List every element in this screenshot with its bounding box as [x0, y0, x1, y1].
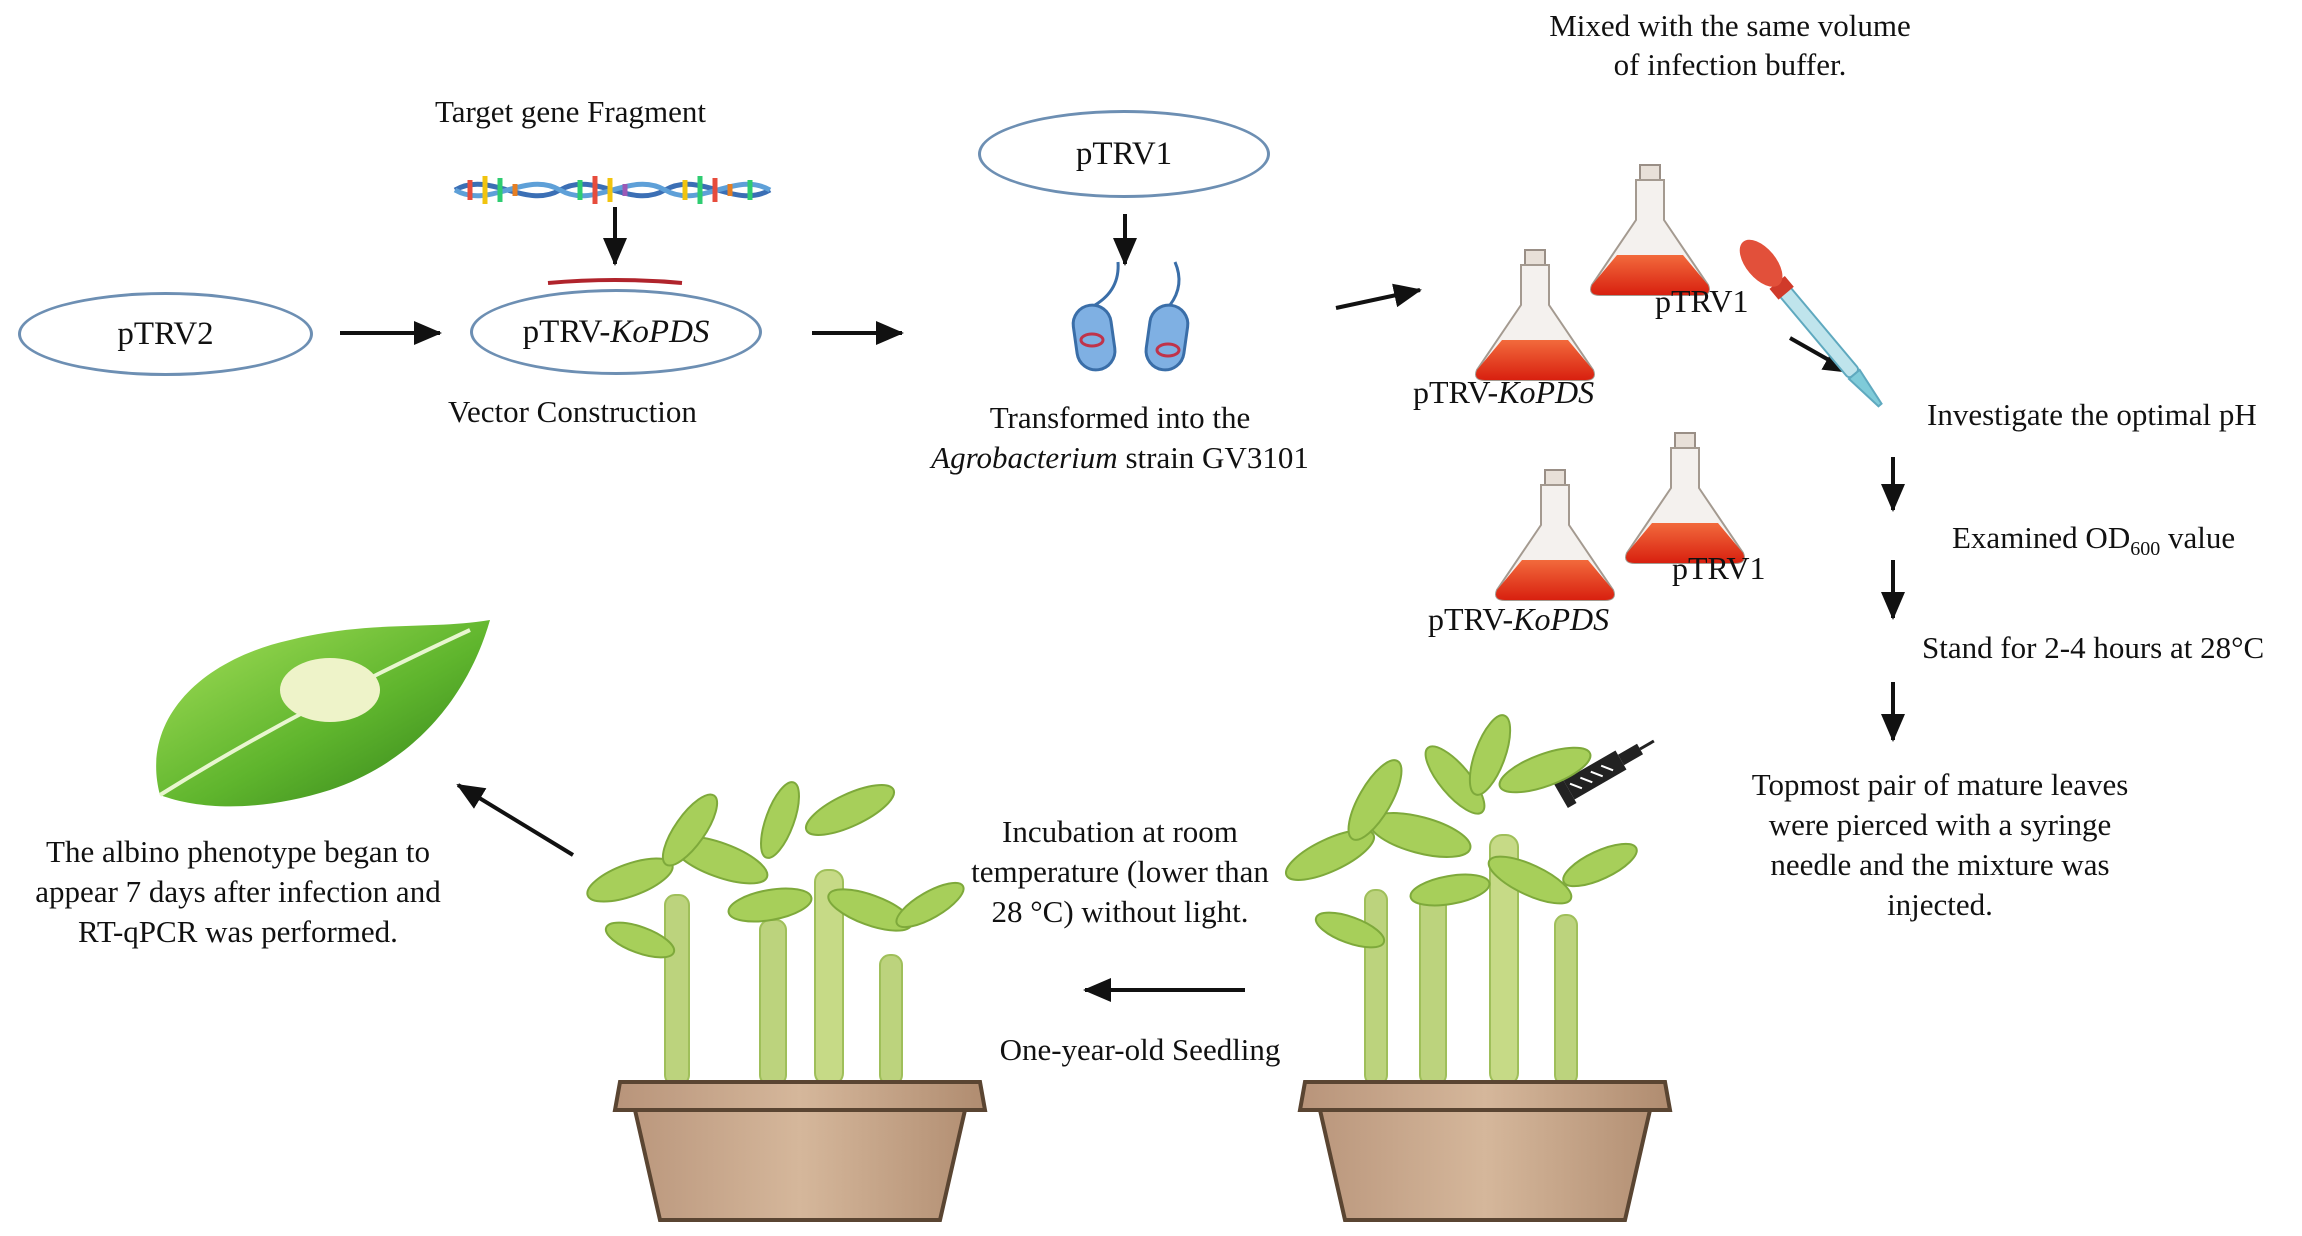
potted-seedlings-icon	[1284, 714, 1673, 1222]
ptrv1-ellipse: pTRV1	[978, 110, 1270, 198]
incubation-line-1: Incubation at room	[1002, 814, 1238, 849]
result-line-1: The albino phenotype began to	[46, 834, 430, 869]
flask-icon	[1475, 249, 1595, 381]
mix-line-2: of infection buffer.	[1613, 47, 1847, 82]
ptrv-prefix: pTRV-	[522, 313, 611, 350]
ptrv2-label: pTRV2	[117, 315, 214, 352]
step-inject-4: injected.	[1887, 887, 1993, 922]
kopds-gene-label: KoPDS	[610, 313, 710, 350]
flask-icon	[1495, 469, 1615, 601]
agrobacterium-label: Agrobacterium	[931, 440, 1118, 475]
flask-label-ptrv1: pTRV1	[1672, 550, 1766, 586]
result-line-2: appear 7 days after infection and	[35, 874, 441, 909]
flask-label-ptrv-kopds: pTRV-KoPDS	[1428, 601, 1610, 637]
ptrv2-ellipse: pTRV2	[18, 292, 313, 376]
flask-label-ptrv-kopds: pTRV-KoPDS	[1413, 374, 1595, 410]
ptrv1-label: pTRV1	[1075, 135, 1173, 172]
target-gene-label: Target gene Fragment	[435, 94, 706, 129]
strain-label: strain GV3101	[1117, 440, 1309, 475]
mix-line-1: Mixed with the same volume	[1549, 8, 1911, 43]
step-inject-3: needle and the mixture was	[1770, 847, 2110, 882]
transform-line-1: Transformed into the	[989, 400, 1251, 435]
dna-helix-icon	[453, 176, 772, 204]
syringe-icon	[1552, 739, 1655, 808]
flask-icon	[1625, 432, 1745, 564]
incubation-line-2: temperature (lower than	[971, 854, 1269, 889]
pipette-icon	[1739, 239, 1883, 408]
ptrv-kopds-ellipse: pTRV-KoPDS	[470, 289, 762, 375]
flask-icon	[1590, 164, 1710, 296]
step-inject-1: Topmost pair of mature leaves	[1751, 767, 2129, 802]
seedling-label: One-year-old Seedling	[999, 1032, 1281, 1067]
step-od: Examined OD600 value	[1952, 520, 2236, 561]
vector-construction-label: Vector Construction	[448, 394, 697, 429]
albino-leaf-icon	[156, 620, 491, 807]
transform-line-2: Agrobacterium strain GV3101	[880, 438, 1360, 478]
flask-label-ptrv1: pTRV1	[1655, 283, 1749, 319]
step-ph: Investigate the optimal pH	[1927, 397, 2257, 432]
incubation-line-3: 28 °C) without light.	[991, 894, 1249, 929]
result-line-3: RT-qPCR was performed.	[78, 914, 398, 949]
agrobacterium-cells-icon	[1071, 261, 1190, 372]
step-inject-2: were pierced with a syringe	[1768, 807, 2112, 842]
step-stand: Stand for 2-4 hours at 28°C	[1922, 630, 2265, 665]
potted-seedlings-icon	[586, 781, 988, 1222]
